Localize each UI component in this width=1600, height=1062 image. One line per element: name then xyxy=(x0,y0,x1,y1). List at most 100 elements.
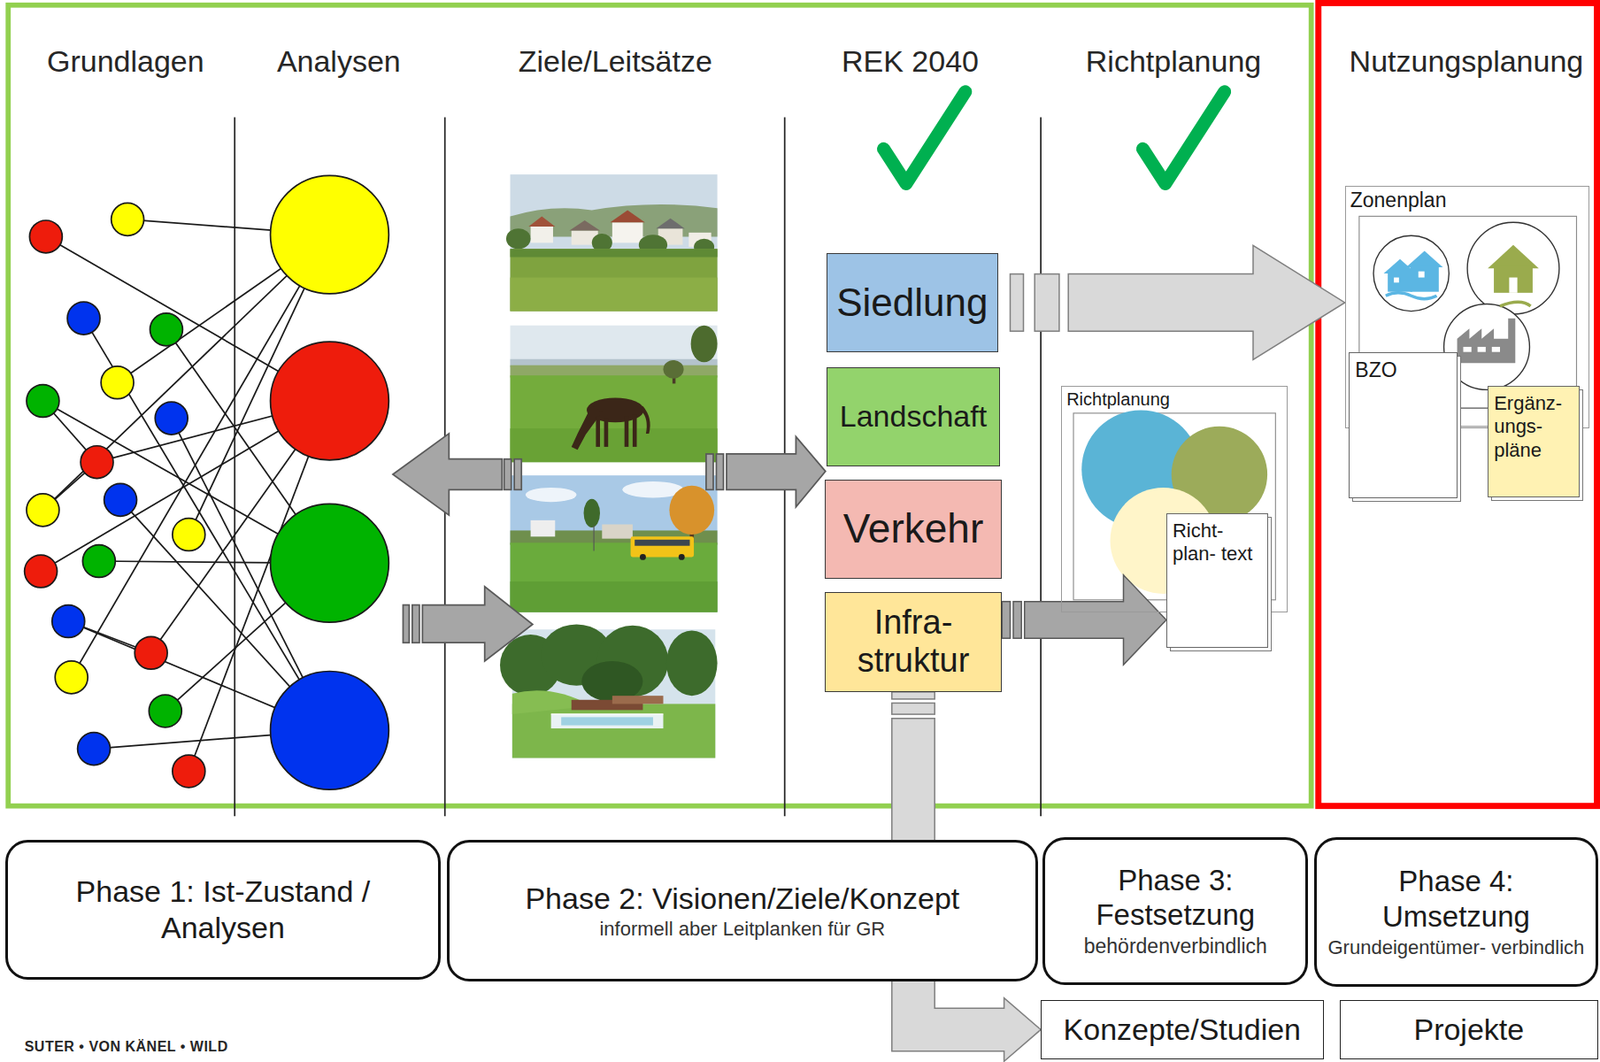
decor-line xyxy=(551,713,664,715)
phase-box: Phase 4: UmsetzungGrundeigentümer- verbi… xyxy=(1314,837,1599,988)
decor-circle xyxy=(82,545,116,578)
decor-line xyxy=(1039,117,1042,817)
decor-ellipse xyxy=(662,360,684,379)
decor-rect xyxy=(1462,346,1471,353)
decor-polygon xyxy=(655,218,685,230)
decor-circle xyxy=(150,313,184,347)
phase-title: Phase 3: Festsetzung xyxy=(1053,862,1297,933)
decor-rect xyxy=(7,5,1311,807)
concept-box: Infra- struktur xyxy=(824,592,1003,693)
decor-circle xyxy=(67,301,100,335)
decor-rect xyxy=(510,428,718,462)
box-label: Projekte xyxy=(1346,1012,1593,1047)
decor-rect xyxy=(1492,346,1500,353)
decor-rect xyxy=(706,453,714,490)
decor-rect xyxy=(510,475,718,612)
decor-g xyxy=(571,398,651,451)
arrow-tail-bar xyxy=(1010,274,1024,332)
decor-path xyxy=(640,406,651,434)
document-label: Richt- plan- text xyxy=(1172,519,1262,567)
decor-rect xyxy=(595,415,600,447)
decor-g xyxy=(40,219,330,772)
decor-circle xyxy=(172,518,206,552)
decor-g xyxy=(510,325,718,462)
decor-g xyxy=(24,202,206,788)
decor-polygon xyxy=(1406,251,1444,268)
decor-rect xyxy=(514,459,522,491)
decor-ellipse xyxy=(669,485,715,535)
decor-circle xyxy=(52,605,85,639)
phase-box: Phase 2: Visionen/Ziele/Konzeptinformell… xyxy=(446,839,1039,982)
arrow-tail-bar xyxy=(892,702,935,715)
decor-rect xyxy=(510,375,718,462)
decor-line xyxy=(233,117,236,817)
phase-subtitle: Grundeigentümer- verbindlich xyxy=(1325,936,1587,960)
column-heading: Ziele/Leitsätze xyxy=(518,44,713,78)
box-label: Landschaft xyxy=(832,399,994,434)
decor-circle xyxy=(639,553,647,561)
decor-circle xyxy=(54,661,88,694)
decor-g xyxy=(270,175,390,790)
decor-rect xyxy=(630,536,694,557)
decor-rect xyxy=(510,325,718,462)
decor-rect xyxy=(601,524,633,539)
decor-circle xyxy=(678,553,685,561)
decor-rect xyxy=(1318,2,1598,806)
decor-g xyxy=(506,174,718,311)
decor-rect xyxy=(634,539,690,547)
decor-rect xyxy=(612,222,644,243)
decor-circle xyxy=(77,732,111,766)
label-slot: SUTER • VON KÄNEL • WILD xyxy=(24,1038,229,1055)
arrow-tail-bar xyxy=(1001,601,1010,639)
decor-path xyxy=(1500,301,1531,307)
decor-rect xyxy=(551,714,664,729)
decor-rect xyxy=(510,248,718,257)
decor-line xyxy=(593,525,595,552)
phase-box: Phase 1: Ist-Zustand / Analysen xyxy=(5,839,441,980)
decor-circle xyxy=(154,401,188,435)
decor-circle xyxy=(134,636,168,670)
phase-title: Phase 2: Visionen/Ziele/Konzept xyxy=(458,880,1027,917)
decor-rect xyxy=(612,695,664,704)
decor-g xyxy=(500,623,718,758)
document-sheet: BZO xyxy=(1348,352,1457,499)
output-box: Konzepte/Studien xyxy=(1040,1000,1324,1060)
decor-circle xyxy=(270,671,390,791)
decor-g xyxy=(1487,245,1539,293)
decor-g xyxy=(1384,251,1444,293)
plan-panel: RichtplanungRicht- plan- text xyxy=(1061,385,1288,613)
decor-path xyxy=(884,92,966,185)
decor-rect xyxy=(715,453,724,490)
concept-box: Landschaft xyxy=(826,367,1000,467)
decor-rect xyxy=(512,703,716,758)
column-heading: Nutzungsplanung xyxy=(1349,44,1585,78)
panel-title: Zonenplan xyxy=(1350,188,1585,214)
decor-rect xyxy=(1393,277,1400,284)
concept-box: Verkehr xyxy=(824,479,1003,579)
decor-polygon xyxy=(726,436,826,508)
decor-line xyxy=(71,234,331,677)
output-box: Projekte xyxy=(1339,1000,1599,1060)
decor-polygon xyxy=(392,433,502,516)
arrow-shape xyxy=(1024,575,1167,666)
decor-circle xyxy=(111,202,145,236)
phase-title: Phase 1: Ist-Zustand / Analysen xyxy=(16,873,430,947)
decor-rect xyxy=(632,414,638,447)
decor-polygon xyxy=(1487,245,1539,270)
decor-rect xyxy=(604,418,609,447)
label-slot: REK 2040 xyxy=(841,44,979,79)
decor-ellipse xyxy=(666,630,718,696)
decor-ellipse xyxy=(691,325,718,362)
document-label: Ergänz- ungs- pläne xyxy=(1493,392,1574,462)
block-arrow xyxy=(1010,245,1346,360)
decor-rect xyxy=(1477,346,1486,353)
decor-g xyxy=(510,475,718,612)
decor-circle xyxy=(172,754,206,788)
decor-line xyxy=(1457,407,1489,408)
plan-panel: ZonenplanBZOErgänz- ungs- pläne xyxy=(1345,185,1591,429)
decor-g xyxy=(392,433,826,662)
label-slot: Richtplanung xyxy=(1085,44,1262,79)
arrow-shape xyxy=(1068,245,1346,360)
column-heading: Richtplanung xyxy=(1085,44,1262,78)
phase-subtitle: behördenverbindlich xyxy=(1053,934,1297,960)
